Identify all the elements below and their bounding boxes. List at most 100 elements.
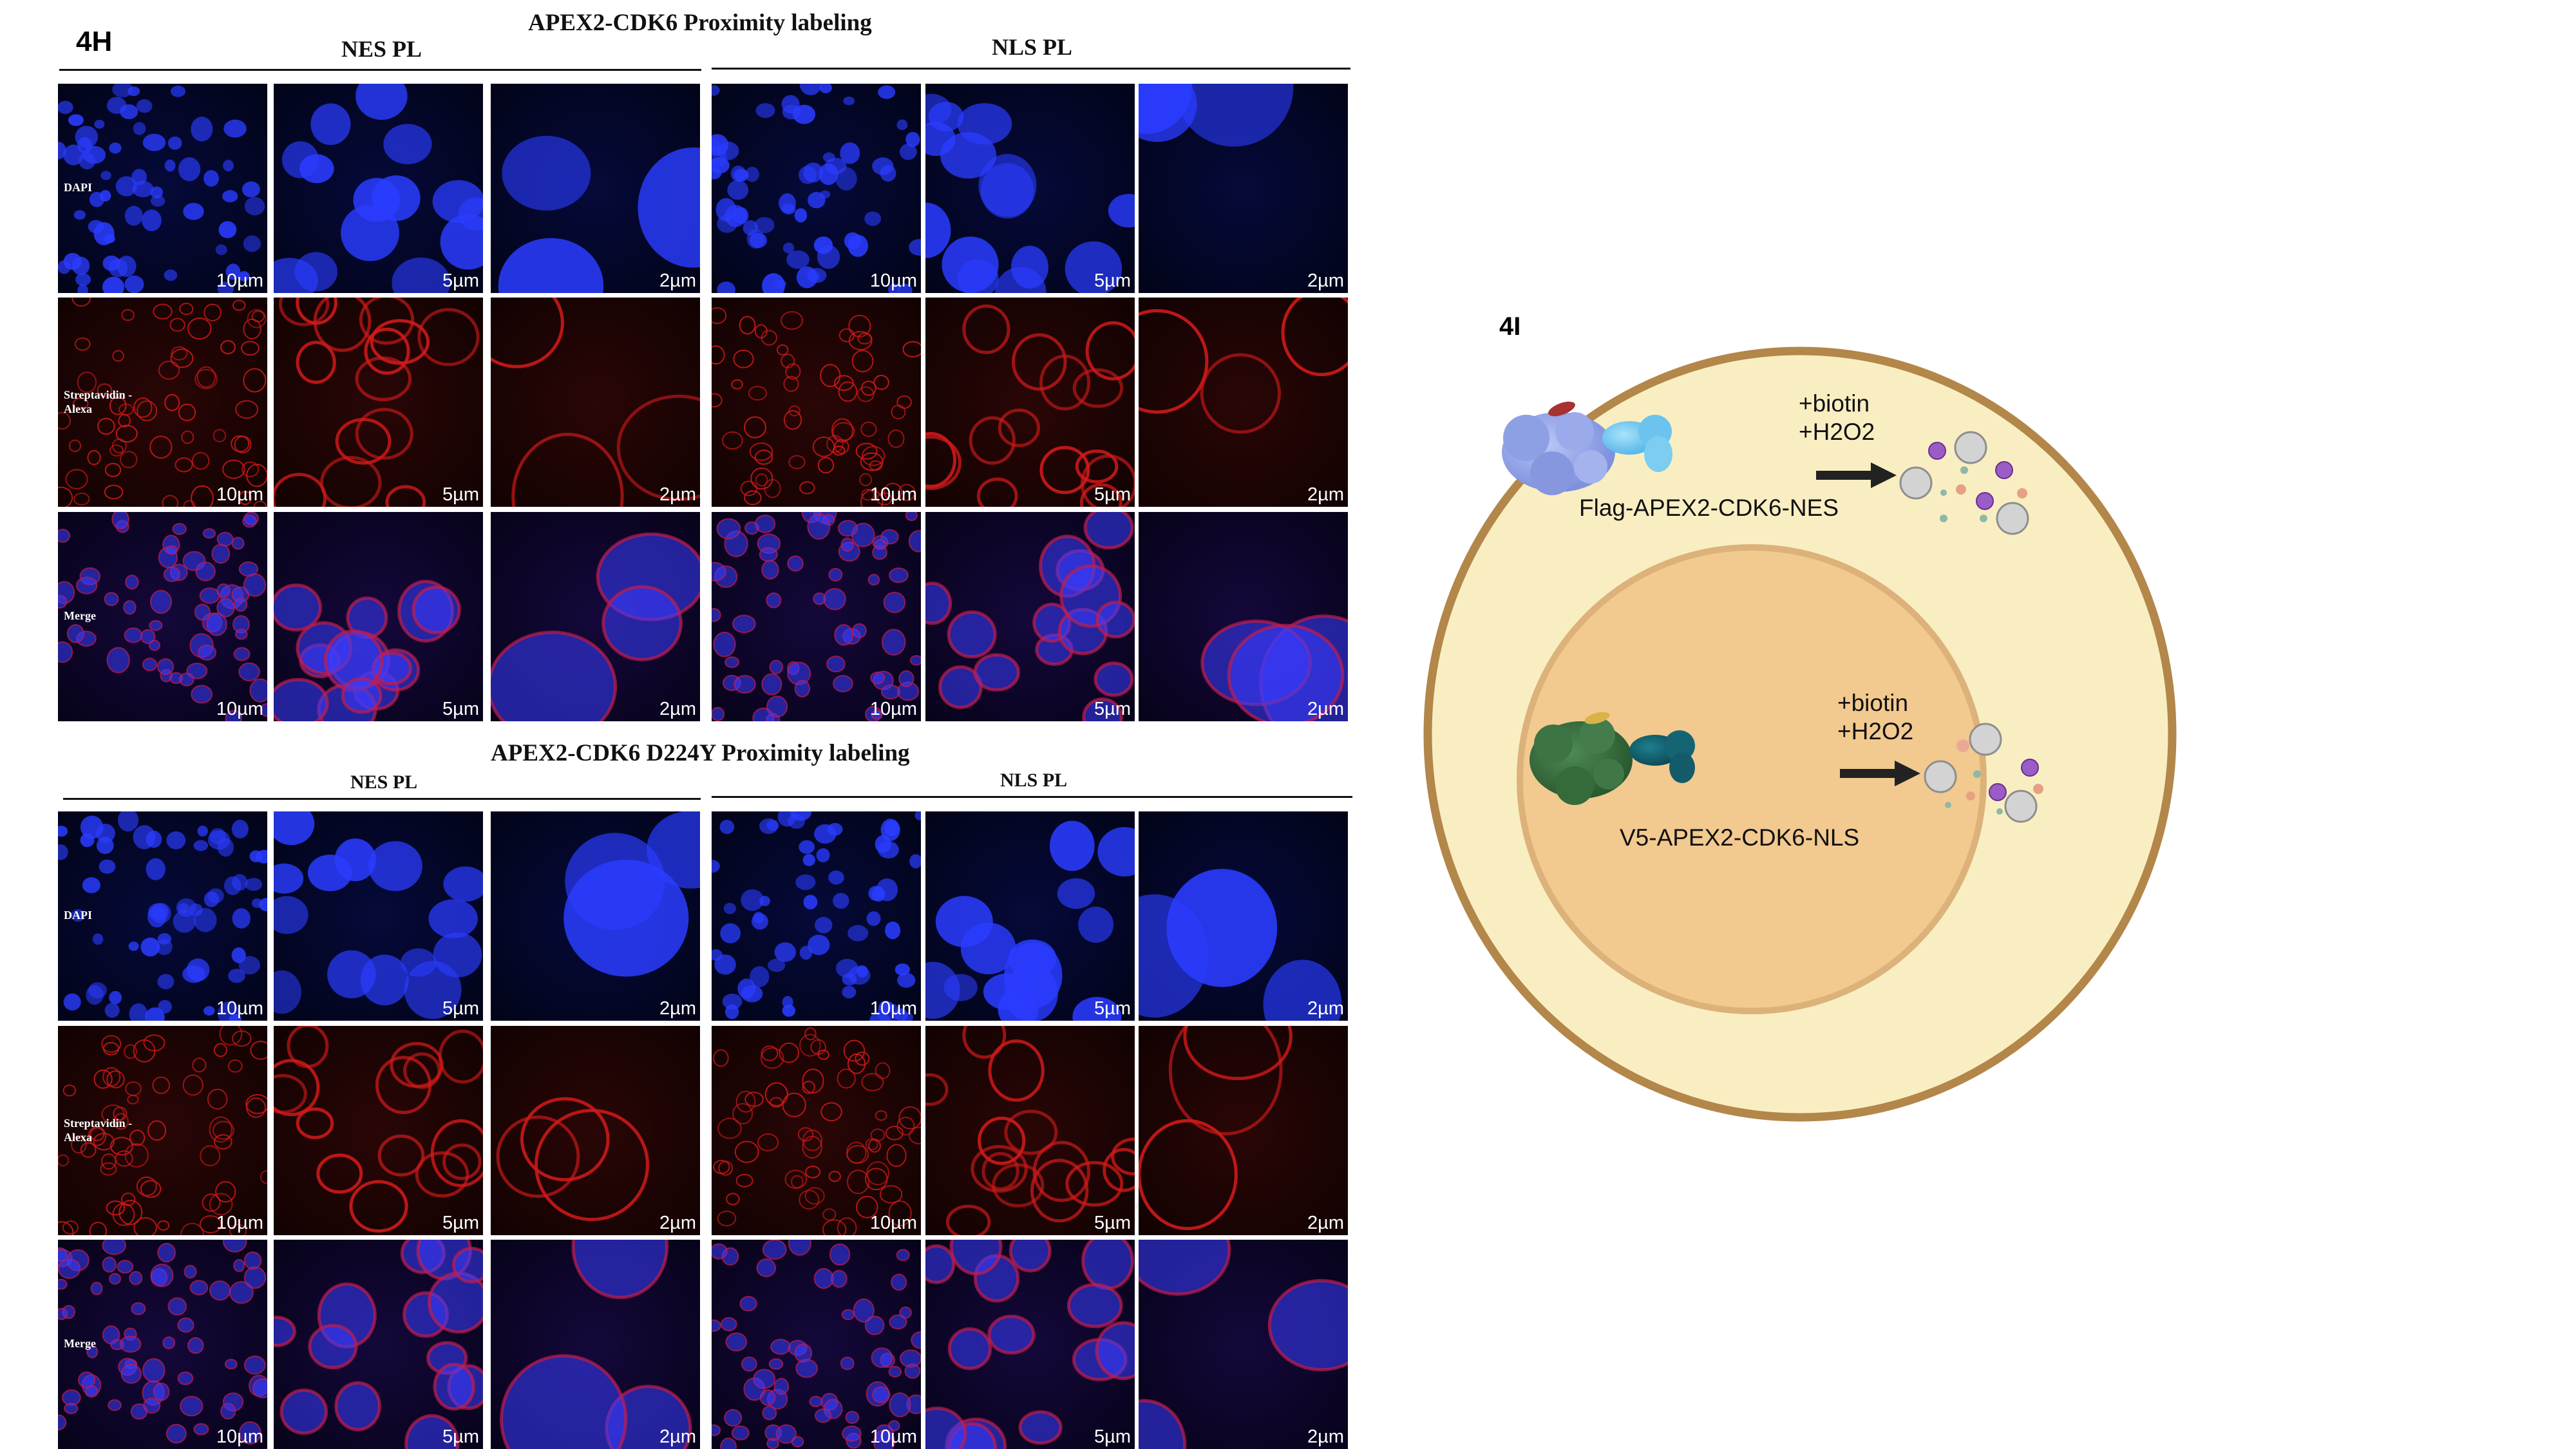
block2-group-nes: NES PL [350, 772, 418, 793]
nuc-apex2-protein-icon [1530, 712, 1695, 805]
cell-schematic [1423, 346, 2177, 1122]
micrograph-cells [712, 307, 921, 507]
micrograph-merge-b2-c3: 2µm [491, 1240, 700, 1449]
micrograph-cells [925, 1240, 1135, 1449]
micrograph-cells [1139, 1240, 1348, 1449]
scale-bar-label: 10µm [869, 270, 917, 291]
scale-bar-label: 5µm [1094, 484, 1131, 505]
scale-bar-label: 5µm [442, 998, 479, 1019]
nuc-arrow-icon [1840, 761, 1920, 786]
block1-nls-rule [712, 68, 1350, 70]
panel-label-4h: 4H [76, 26, 113, 57]
block1-title: APEX2-CDK6 Proximity labeling [528, 10, 872, 36]
micrograph-dapi-b1-c5: 5µm [925, 84, 1135, 293]
micrograph-merge-b2-c6: 2µm [1139, 1240, 1348, 1449]
micrograph-cells [925, 820, 1135, 1021]
scale-bar-label: 10µm [216, 998, 263, 1019]
scale-bar-label: 2µm [1307, 270, 1344, 291]
cyto-labeled-proteins-icon [1899, 431, 2029, 535]
micrograph-streptavidin-b1-c4: 10µm [712, 298, 921, 507]
micrograph-cells [564, 811, 700, 977]
scale-bar-label: 10µm [869, 1426, 917, 1447]
scale-bar-label: 10µm [216, 270, 263, 291]
micrograph-cells [274, 1240, 483, 1449]
micrograph-cells [1139, 298, 1348, 434]
panel-label-4i: 4I [1499, 312, 1521, 341]
micrograph-cells [925, 93, 1135, 293]
micrograph-cells [500, 1240, 692, 1449]
scale-bar-label: 5µm [442, 484, 479, 505]
scale-bar-label: 10µm [869, 484, 917, 505]
micrograph-cells [1139, 869, 1342, 1021]
micrograph-cells [925, 512, 1135, 721]
micrograph-dapi-b1-c3: 2µm [491, 84, 700, 293]
scale-bar-label: 10µm [216, 699, 263, 719]
nuc-labeled-proteins-icon [1924, 723, 2043, 823]
micrograph-cells [925, 1026, 1135, 1235]
micrograph-cells [274, 1026, 483, 1233]
micrograph-streptavidin-b1-c6: 2µm [1139, 298, 1348, 507]
scale-bar-label: 5µm [442, 699, 479, 719]
micrograph-streptavidin-b1-c2: 5µm [274, 298, 483, 507]
micrograph-streptavidin-b1-c5: 5µm [925, 298, 1135, 507]
scale-bar-label: 2µm [659, 699, 696, 719]
micrograph-cells [274, 811, 483, 1019]
scale-bar-label: 10µm [216, 1213, 263, 1233]
micrograph-dapi-b1-c1: 10µm DAPI [58, 84, 267, 293]
micrograph-dapi-b2-c6: 2µm [1139, 811, 1348, 1021]
micrograph-merge-b2-c4: 10µm [712, 1240, 921, 1449]
scale-bar-label: 5µm [442, 1426, 479, 1447]
micrograph-cells [491, 298, 700, 507]
micrograph-streptavidin-b2-c2: 5µm [274, 1026, 483, 1235]
scale-bar-label: 5µm [1094, 270, 1131, 291]
nuc-h2o2-text: +H2O2 [1837, 718, 1914, 744]
row-label-dapi: DAPI [64, 181, 92, 194]
row-label-streptavidin: Streptavidin - Alexa [64, 1117, 133, 1144]
scale-bar-label: 5µm [442, 1213, 479, 1233]
micrograph-cells [1139, 1026, 1293, 1231]
micrograph-dapi-b2-c1: 10µm DAPI [58, 811, 267, 1021]
micrograph-dapi-b1-c4: 10µm [712, 84, 921, 293]
row-label-merge: Merge [64, 1337, 96, 1350]
scale-bar-label: 2µm [659, 484, 696, 505]
micrograph-cells [274, 84, 483, 293]
micrograph-merge-b1-c6: 2µm [1139, 512, 1348, 721]
scale-bar-label: 5µm [442, 270, 479, 291]
cyto-construct-label: Flag-APEX2-CDK6-NES [1579, 495, 1839, 521]
micrograph-dapi-b1-c2: 5µm [274, 84, 483, 293]
micrograph-cells [1139, 84, 1294, 147]
scale-bar-label: 10µm [216, 484, 263, 505]
micrograph-merge-b1-c5: 5µm [925, 512, 1135, 721]
micrograph-dapi-b2-c2: 5µm [274, 811, 483, 1021]
scale-bar-label: 5µm [1094, 998, 1131, 1019]
micrograph-merge-b2-c1: 10µm Merge [58, 1240, 267, 1449]
micrograph-cells [712, 512, 921, 721]
scale-bar-label: 2µm [659, 1426, 696, 1447]
micrograph-dapi-b2-c3: 2µm [491, 811, 700, 1021]
micrograph-streptavidin-b2-c4: 10µm [712, 1026, 921, 1235]
cyto-arrow-icon [1816, 462, 1897, 488]
micrograph-cells [712, 811, 921, 1021]
scale-bar-label: 2µm [1307, 699, 1344, 719]
nuc-biotin-text: +biotin [1837, 690, 1909, 716]
micrograph-cells [491, 532, 700, 721]
micrograph-dapi-b2-c4: 10µm [712, 811, 921, 1021]
nuc-construct-label: V5-APEX2-CDK6-NLS [1620, 824, 1860, 851]
micrograph-cells [58, 1026, 267, 1235]
scale-bar-label: 5µm [1094, 1426, 1131, 1447]
micrograph-cells [58, 1240, 267, 1445]
row-label-dapi: DAPI [64, 909, 92, 922]
block2-nes-rule [63, 798, 701, 800]
micrograph-cells [58, 84, 265, 293]
block1-nes-rule [59, 69, 701, 71]
scale-bar-label: 10µm [869, 1213, 917, 1233]
micrograph-cells [58, 811, 267, 1021]
micrograph-dapi-b1-c6: 2µm [1139, 84, 1348, 293]
micrograph-streptavidin-b2-c5: 5µm [925, 1026, 1135, 1235]
scale-bar-label: 10µm [216, 1426, 263, 1447]
micrograph-cells [1200, 614, 1348, 721]
micrograph-cells [712, 1240, 921, 1449]
nucleus [1517, 544, 1987, 1014]
scale-bar-label: 2µm [1307, 1426, 1344, 1447]
